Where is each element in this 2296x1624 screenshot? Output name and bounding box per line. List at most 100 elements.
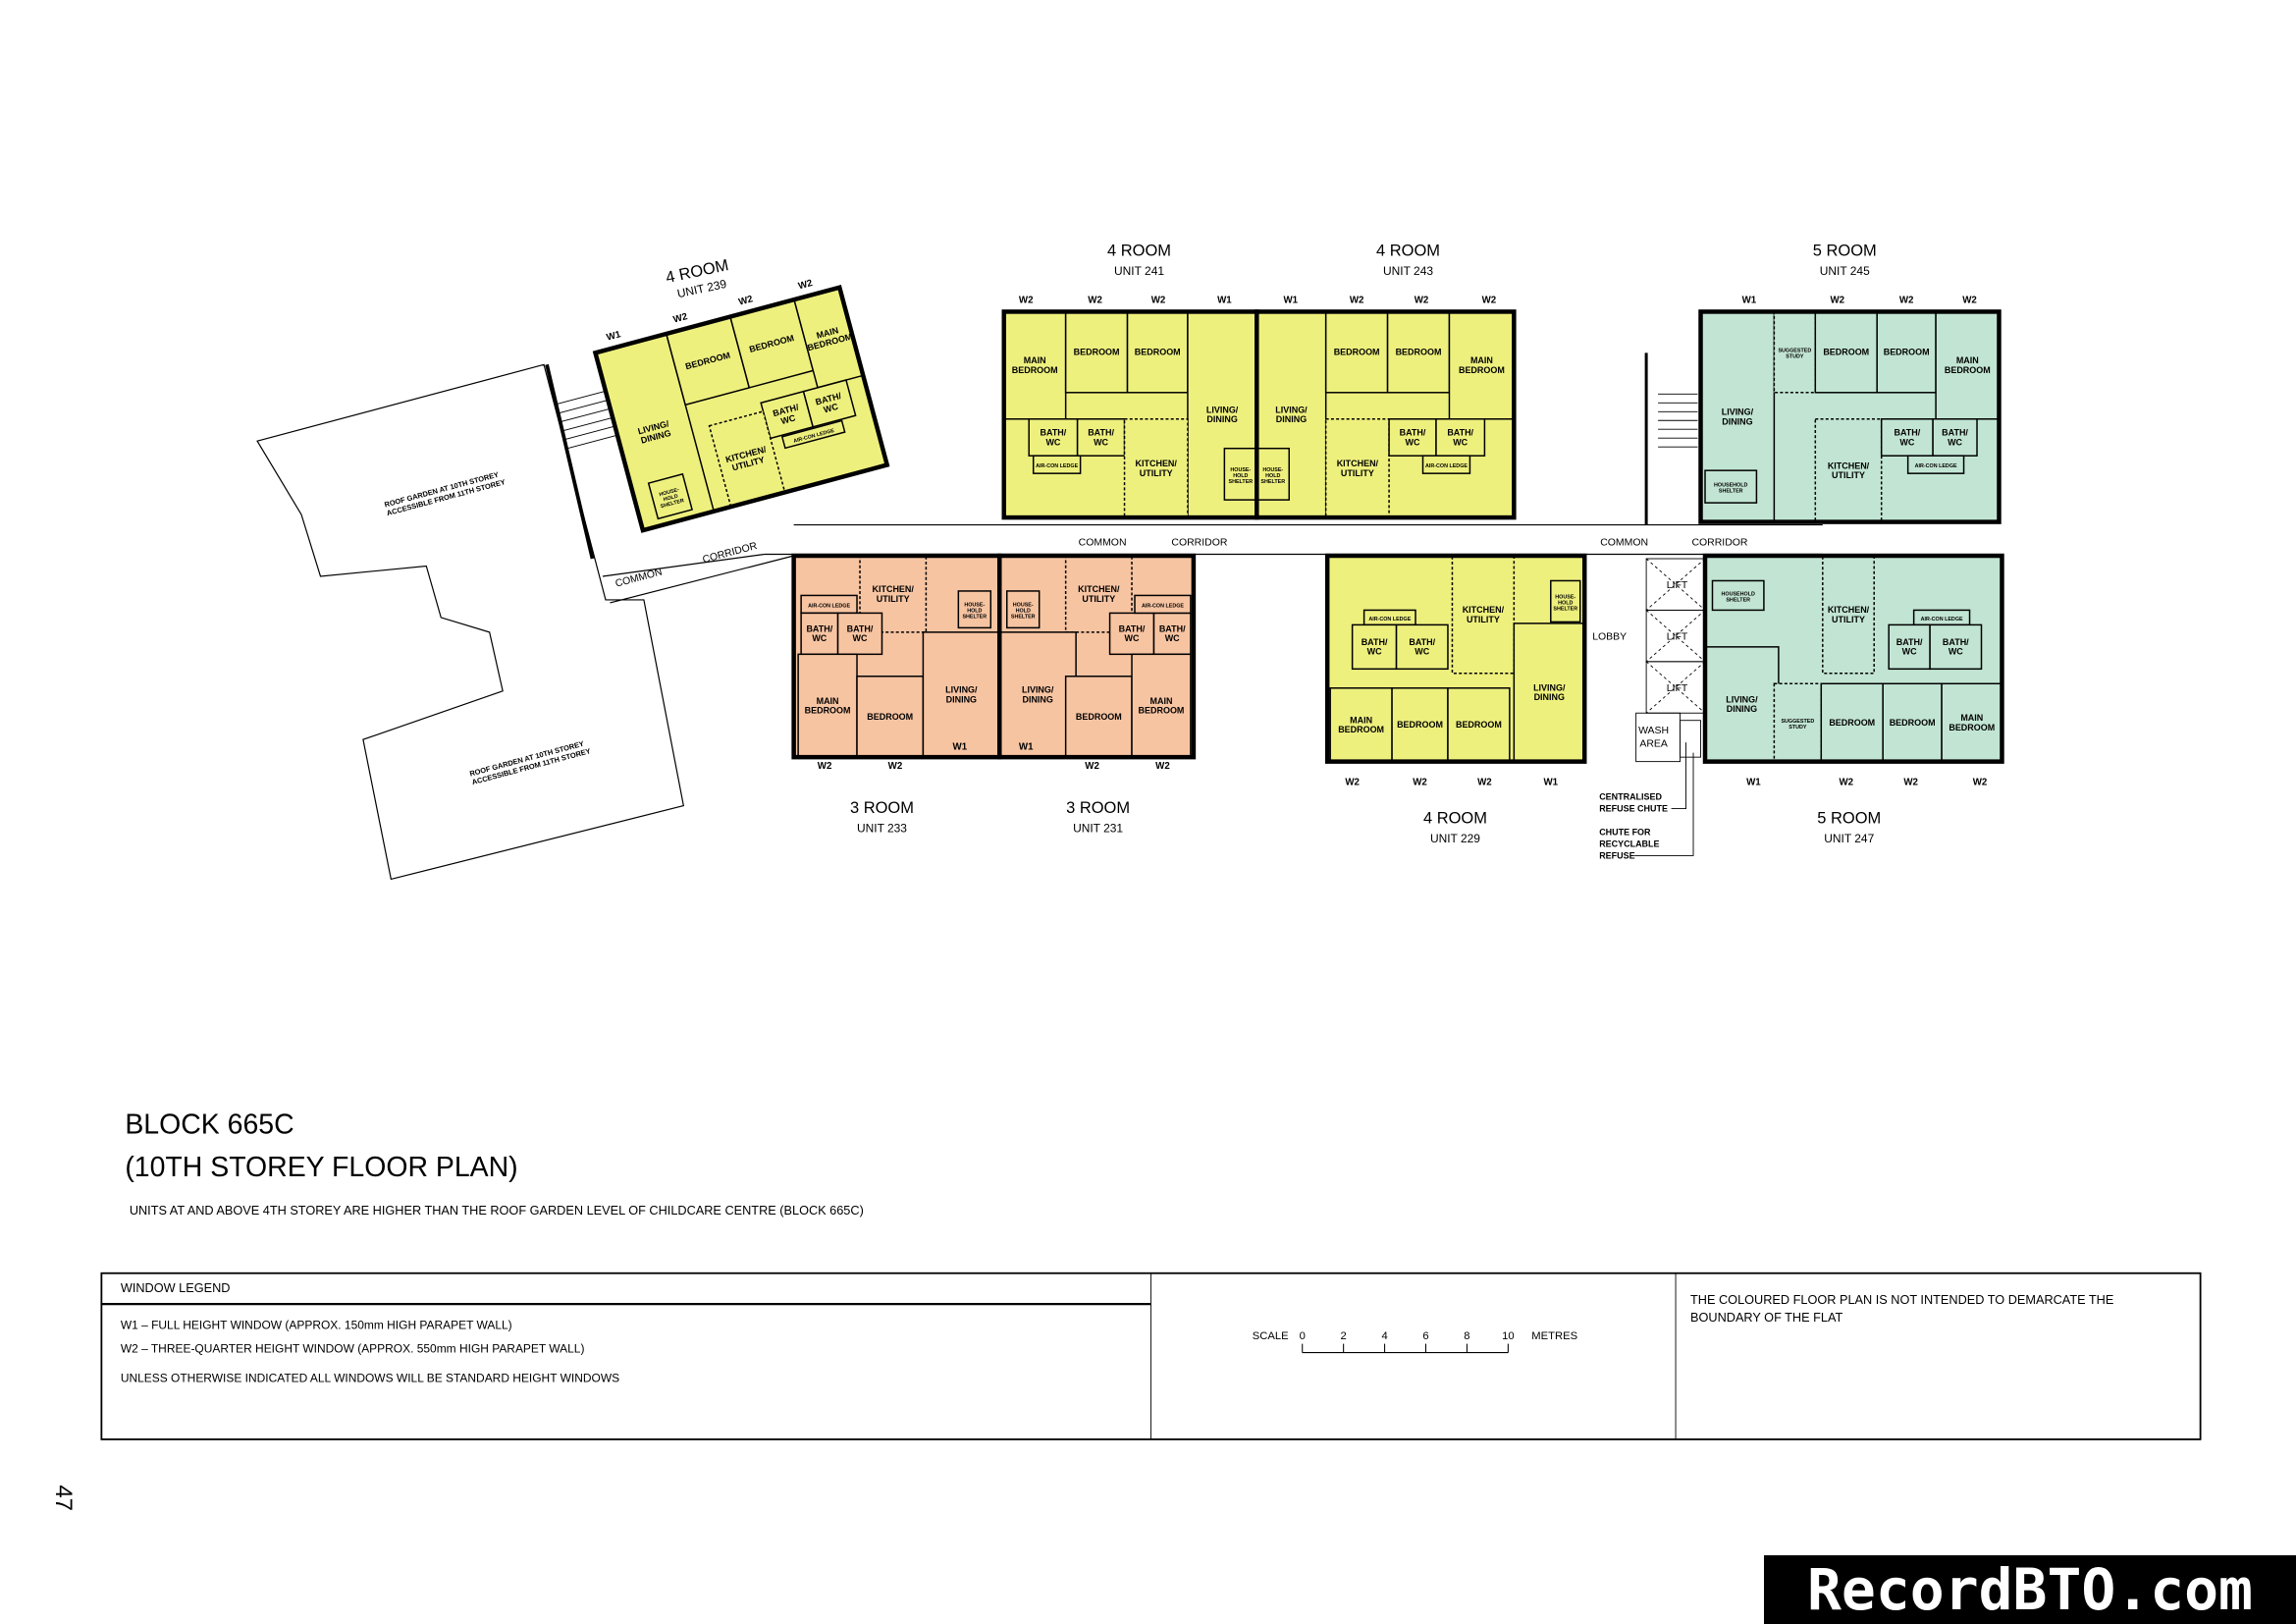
- window-label: W2: [1155, 761, 1170, 772]
- window-label: W2: [1085, 761, 1099, 772]
- room: [1351, 623, 1398, 671]
- window-label: W2: [737, 294, 755, 308]
- unit-wall: [1702, 553, 2004, 764]
- window-label: W2: [1962, 295, 1977, 305]
- window-label: W2: [1088, 295, 1102, 305]
- window-label: W2: [797, 278, 815, 293]
- room-label: AIR-CON LEDGE: [808, 603, 850, 609]
- window-label: W2: [1903, 778, 1918, 788]
- room-label: AIR-CON LEDGE: [1921, 617, 1963, 623]
- room: [922, 631, 1001, 758]
- rooms: [797, 555, 1001, 758]
- unit-239: LIVING/DININGBEDROOMBEDROOMMAINBEDROOMBA…: [592, 278, 890, 533]
- room: [1395, 623, 1449, 671]
- room-label: BATH/WC: [772, 402, 802, 427]
- scale-tick-label: 10: [1502, 1330, 1514, 1342]
- legend-item-w1: W1 – FULL HEIGHT WINDOW (APPROX. 150mm H…: [121, 1319, 512, 1332]
- room-label: BATH/WC: [1119, 623, 1146, 643]
- window-label: W1: [606, 329, 623, 344]
- room: [1814, 418, 1883, 523]
- room: [1814, 310, 1878, 394]
- room: [1888, 623, 1931, 671]
- room: [1108, 612, 1155, 656]
- unit-type: 3 ROOM: [1066, 799, 1130, 817]
- scale-unit: METRES: [1531, 1330, 1577, 1342]
- room: [1929, 623, 1983, 671]
- staircase-icon: [545, 363, 618, 560]
- common-corridor: [602, 523, 1823, 604]
- window-label: W1: [1283, 295, 1298, 305]
- room-label: LIVING/DINING: [1022, 685, 1054, 705]
- scale-label: SCALE: [1253, 1330, 1289, 1342]
- room-label: LIVING/DINING: [1726, 694, 1758, 714]
- room-label: BATH/WC: [1896, 637, 1923, 657]
- window-label: W2: [1839, 778, 1853, 788]
- corridor-label: CORRIDOR: [1171, 538, 1227, 549]
- room: [797, 653, 858, 758]
- room-label: KITCHEN/UTILITY: [1337, 459, 1379, 478]
- window-label: W2: [818, 761, 832, 772]
- window-label: W1: [1742, 295, 1757, 305]
- room-label: KITCHEN/UTILITY: [1136, 459, 1178, 478]
- scale-tick-label: 8: [1464, 1330, 1469, 1342]
- block-subtitle: (10TH STOREY FLOOR PLAN): [125, 1152, 517, 1183]
- window-label: W1: [1543, 778, 1558, 788]
- rooms: [1704, 555, 2003, 763]
- legend-item-w2: W2 – THREE-QUARTER HEIGHT WINDOW (APPROX…: [121, 1342, 585, 1356]
- scale-tick-label: 6: [1422, 1330, 1428, 1342]
- unit-type: 4 ROOM: [1423, 810, 1487, 828]
- common-label: COMMON: [1600, 538, 1648, 549]
- room-label: LIVING/DINING: [1206, 405, 1239, 424]
- unit-wall: [1324, 553, 1587, 764]
- unit-wall: [592, 284, 890, 533]
- room: [1513, 623, 1585, 763]
- staircase-icon: [1644, 352, 1698, 525]
- lift-label: LIFT: [1667, 580, 1688, 591]
- unit-type: 5 ROOM: [1817, 810, 1881, 828]
- room: [1704, 469, 1758, 504]
- room: [1820, 682, 1884, 763]
- window-label: W2: [1830, 295, 1844, 305]
- roof-garden-label-1: ROOF GARDEN AT 10TH STOREYACCESSIBLE FRO…: [384, 469, 507, 518]
- room: [1941, 682, 2003, 763]
- room-label: BEDROOM: [1829, 718, 1875, 728]
- unit-wall: [997, 553, 1197, 760]
- rooms: [1699, 310, 2001, 523]
- window-label: W1: [1019, 742, 1034, 753]
- room: [1935, 310, 2001, 420]
- block-note: UNITS AT AND ABOVE 4TH STOREY ARE HIGHER…: [130, 1203, 864, 1218]
- room: [1131, 653, 1192, 758]
- room: [856, 676, 925, 758]
- scale-tick-label: 4: [1381, 1330, 1387, 1342]
- room-label: KITCHEN/UTILITY: [1463, 605, 1505, 624]
- scale-tick-label: 2: [1341, 1330, 1347, 1342]
- room-label: BEDROOM: [1823, 348, 1869, 357]
- room-label: BEDROOM: [1074, 348, 1120, 357]
- room-label: AIR-CON LEDGE: [1368, 617, 1411, 623]
- room-label: BATH/WC: [1362, 637, 1388, 657]
- room: [1906, 455, 1965, 474]
- room-label: BATH/WC: [1088, 428, 1114, 448]
- roof-garden-outline: [256, 363, 685, 881]
- room-label: BEDROOM: [1396, 348, 1442, 357]
- window-label: W2: [1415, 295, 1429, 305]
- room: [800, 612, 839, 656]
- room: [1329, 687, 1393, 763]
